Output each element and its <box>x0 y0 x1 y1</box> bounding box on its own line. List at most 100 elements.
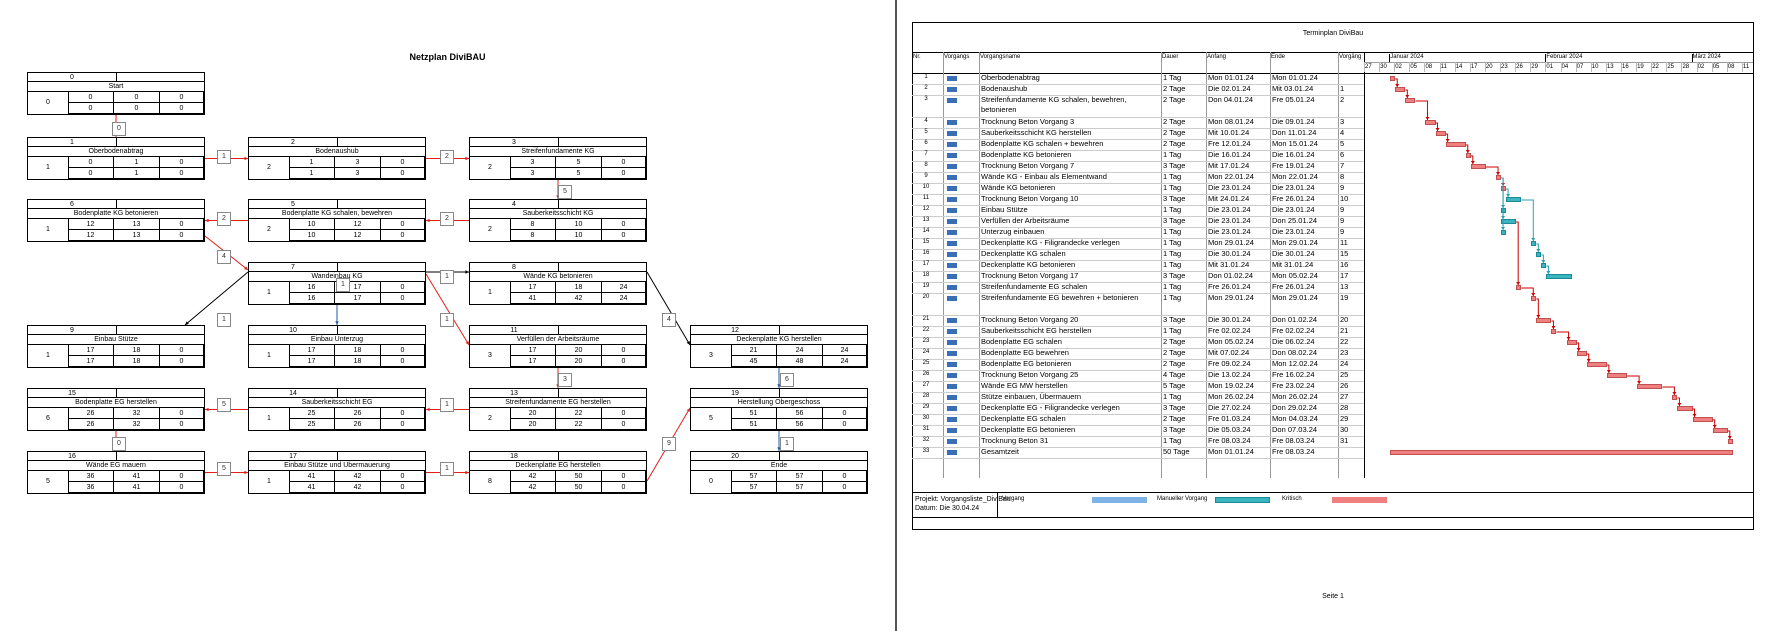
gantt-bar <box>1637 384 1663 389</box>
node-duration: 8 <box>470 471 511 493</box>
day-separator <box>1364 62 1365 72</box>
row-number: 7 <box>924 151 928 157</box>
column-header-dauer: Dauer <box>1162 54 1179 60</box>
row-rule <box>912 370 1364 371</box>
task-name: Sauberkeitsschicht EG herstellen <box>981 326 1092 335</box>
node-time-value: 0 <box>381 345 425 356</box>
node-time-value: 16 <box>289 282 335 293</box>
timeline-day: 11 <box>1742 64 1750 70</box>
task-duration: 2 Tage <box>1163 84 1186 93</box>
header-rule <box>912 52 1754 53</box>
edge-lag-label: 2 <box>440 212 454 226</box>
row-rule <box>912 172 1364 173</box>
gantt-link <box>1521 287 1534 296</box>
task-end: Fre 08.03.24 <box>1272 447 1315 456</box>
node-id: 8 <box>470 263 559 272</box>
edge-arrowhead <box>205 218 209 223</box>
node-time-value: 0 <box>160 345 204 356</box>
gantt-bar <box>1551 329 1557 334</box>
footer-divider <box>997 492 998 517</box>
gantt-link-arrowhead <box>1541 260 1546 263</box>
task-name: Bodenplatte EG betonieren <box>981 359 1072 368</box>
node-time-value: 18 <box>335 345 381 356</box>
node-time-value: 22 <box>556 419 602 430</box>
node-duration: 5 <box>28 471 69 493</box>
node-duration: 1 <box>470 282 511 304</box>
node-id: 10 <box>249 326 338 335</box>
timeline-day: 08 <box>1727 64 1735 70</box>
footer-rule <box>912 492 1754 493</box>
node-time-value: 0 <box>381 230 425 241</box>
node-id: 1 <box>28 138 117 147</box>
node-time-value: 17 <box>68 345 114 356</box>
row-number: 15 <box>922 239 930 245</box>
row-rule <box>912 150 1364 151</box>
task-end: Die 23.01.24 <box>1272 205 1315 214</box>
gantt-link-arrowhead <box>1606 370 1611 373</box>
node-id: 0 <box>28 73 117 82</box>
task-mode-icon <box>947 285 957 290</box>
day-separator <box>1545 62 1547 72</box>
task-end: Die 23.01.24 <box>1272 183 1315 192</box>
edge-arrowhead <box>205 407 209 412</box>
netzplan-edge <box>425 273 470 346</box>
node-time-value: 42 <box>335 482 381 493</box>
node-duration: 2 <box>470 219 511 241</box>
timeline-day: 11 <box>1440 64 1447 70</box>
month-separator <box>1545 54 1547 62</box>
node-time-value: 24 <box>777 345 823 356</box>
column-line <box>979 52 980 478</box>
task-duration: 1 Tag <box>1163 436 1182 445</box>
task-mode-icon <box>947 131 957 136</box>
node-name: Sauberkeitsschicht EG <box>301 399 373 406</box>
task-name: Trocknung Beton 31 <box>981 436 1049 445</box>
task-predecessor: 11 <box>1340 238 1348 247</box>
task-predecessor: 27 <box>1340 392 1349 401</box>
node-time-value: 1 <box>114 157 160 168</box>
task-end: Fre 05.01.24 <box>1272 95 1315 104</box>
gantt-bar <box>1541 263 1547 268</box>
node-duration: 2 <box>249 157 290 179</box>
node-id: 16 <box>28 452 117 461</box>
day-separator <box>1484 62 1486 72</box>
task-predecessor: 5 <box>1340 139 1345 148</box>
task-duration: 2 Tage <box>1163 359 1186 368</box>
task-mode-icon <box>947 98 957 103</box>
node-time-value: 0 <box>602 408 646 419</box>
task-name: Deckenplatte KG betonieren <box>981 260 1076 269</box>
task-predecessor: 23 <box>1340 348 1349 357</box>
task-mode-icon <box>947 241 957 246</box>
node-time-value: 0 <box>68 157 114 168</box>
task-start: Don 01.02.24 <box>1208 271 1254 280</box>
task-name: Bodenplatte KG betonieren <box>981 150 1072 159</box>
gantt-link-arrowhead <box>1435 128 1440 131</box>
column-line <box>943 52 944 478</box>
row-number: 16 <box>922 250 930 256</box>
task-start: Mon 01.01.24 <box>1208 447 1254 456</box>
node-time-value: 36 <box>68 482 114 493</box>
row-rule <box>912 238 1364 239</box>
node-time-value: 0 <box>602 168 646 179</box>
row-number: 21 <box>922 316 930 322</box>
row-rule <box>912 95 1364 96</box>
task-start: Die 30.01.24 <box>1208 315 1251 324</box>
row-rule <box>912 436 1364 437</box>
task-start: Fre 02.02.24 <box>1208 326 1251 335</box>
node-time-value: 5 <box>556 157 602 168</box>
node-time-value: 42 <box>510 482 556 493</box>
edge-arrowhead <box>686 408 690 412</box>
task-duration: 3 Tage <box>1163 315 1186 324</box>
gantt-bar <box>1536 318 1552 323</box>
gantt-bar <box>1395 87 1406 92</box>
row-rule <box>912 128 1364 129</box>
timeline-day: 23 <box>1501 64 1508 70</box>
node-time-value: 20 <box>556 356 602 367</box>
timeline-day: 28 <box>1682 64 1690 70</box>
gantt-link <box>1521 199 1534 241</box>
task-duration: 50 Tage <box>1163 447 1190 456</box>
node-name: Herstellung Obergeschoss <box>737 399 821 406</box>
node-row-divider <box>28 461 204 471</box>
column-line <box>1338 52 1339 478</box>
